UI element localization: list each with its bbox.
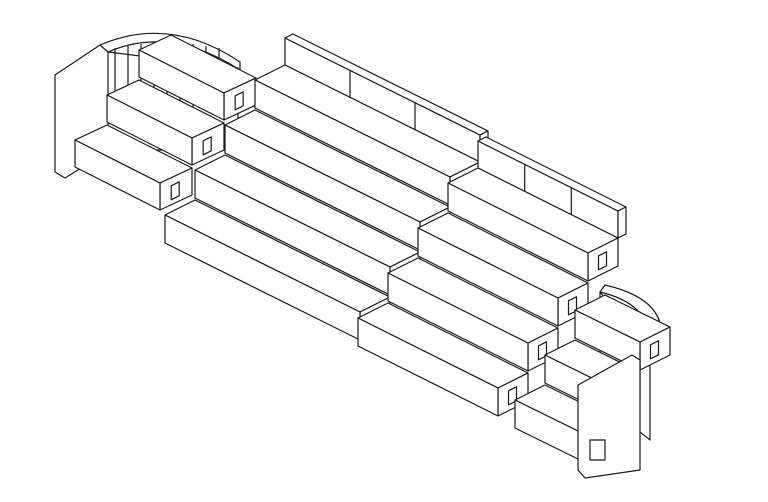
right-middle-unit-step-4-access-plate xyxy=(597,251,608,271)
right-middle-unit-step-4-riser xyxy=(447,182,589,282)
left-unit-step-1-access-plate xyxy=(170,181,180,201)
left-unit-step-2-access-plate xyxy=(202,136,212,156)
right-unit-access-plate xyxy=(589,439,606,461)
right-middle-unit-step-2-riser xyxy=(387,272,529,372)
right-middle-unit-step-1-riser xyxy=(357,317,499,417)
right-middle-unit-step-3-riser xyxy=(417,227,559,327)
right-middle-unit-back-rail-end xyxy=(617,206,627,239)
left-unit-step-3-riser xyxy=(138,49,225,121)
left-unit-step-2-riser xyxy=(106,94,193,166)
left-unit-step-3-access-plate xyxy=(234,91,244,111)
right-unit-step-3-access-plate xyxy=(649,340,660,360)
left-unit-step-1-riser xyxy=(74,139,161,211)
